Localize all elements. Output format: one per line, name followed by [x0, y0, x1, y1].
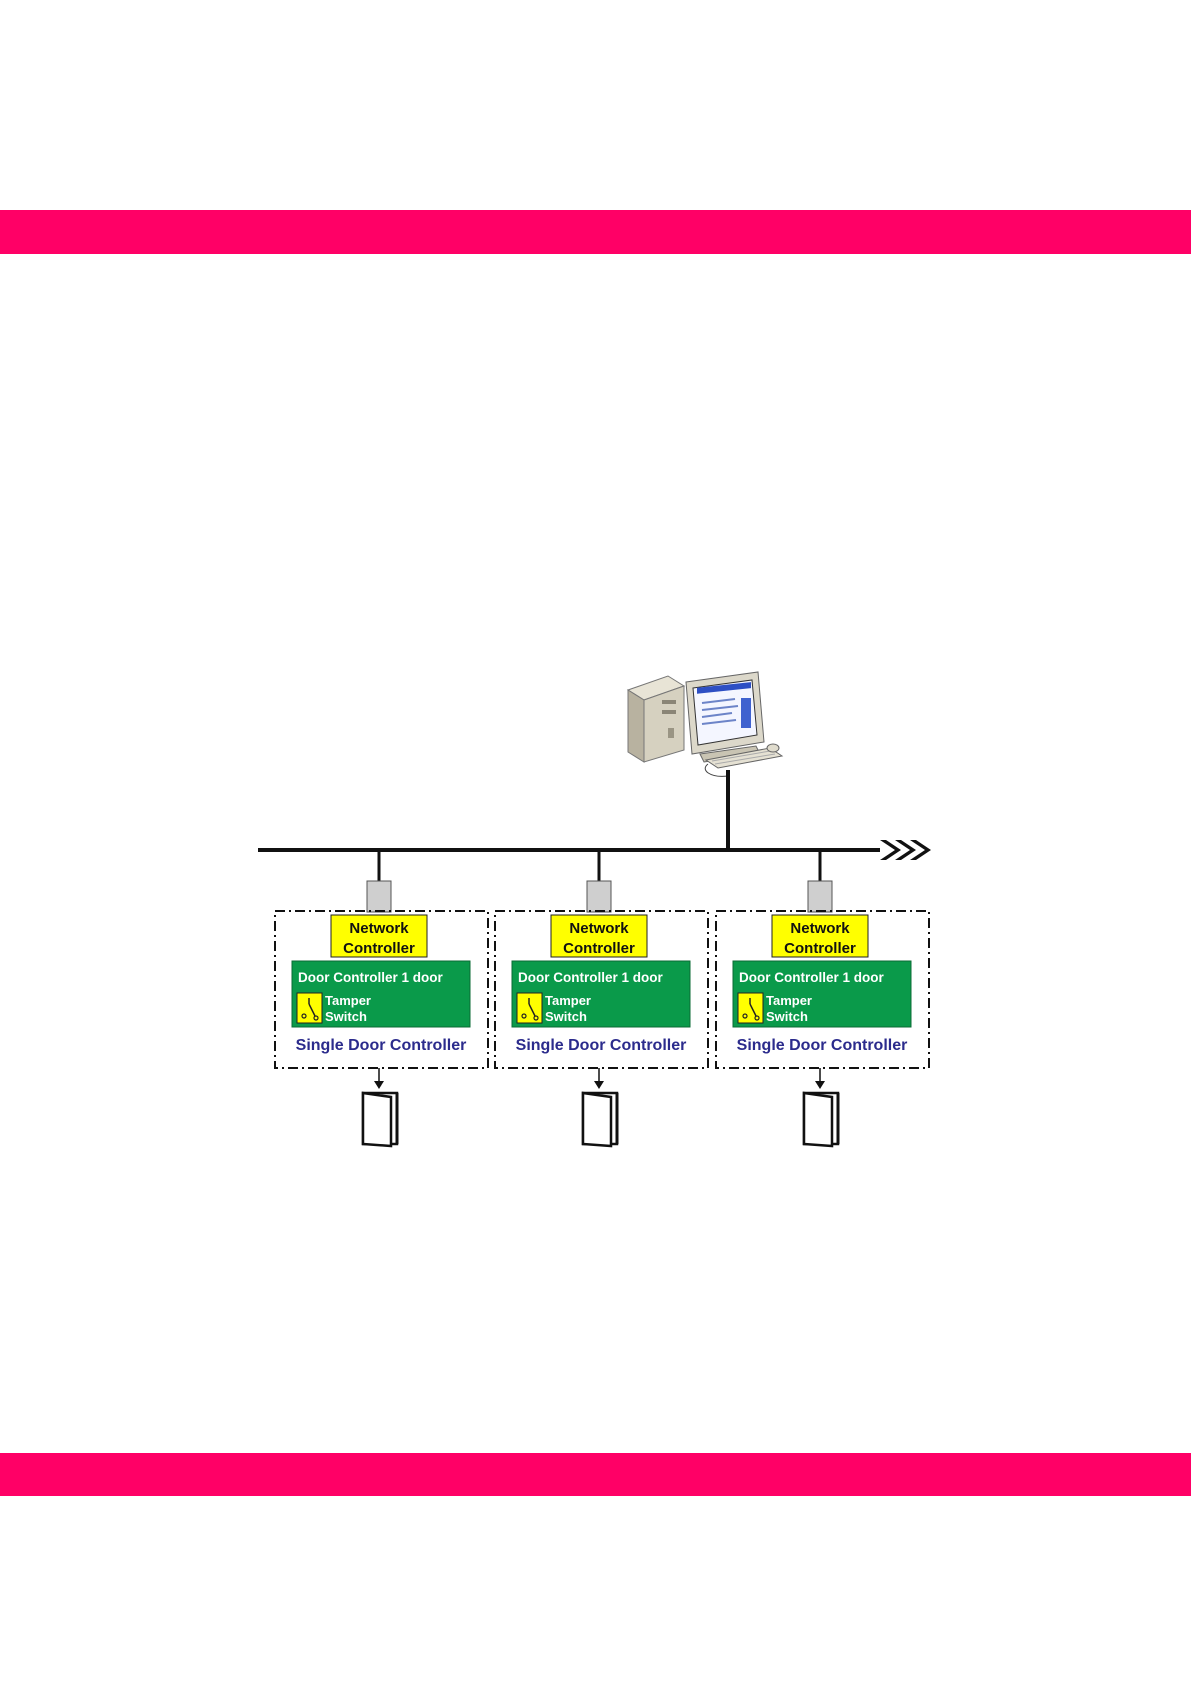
door-icon [583, 1093, 617, 1146]
door-arrow-head [815, 1081, 825, 1089]
network-controller-label: Network [349, 920, 409, 937]
door-controller-label: Door Controller 1 door [518, 970, 663, 985]
door-controller-label: Door Controller 1 door [739, 970, 884, 985]
door-icon [804, 1093, 838, 1146]
tamper-switch-icon [738, 993, 763, 1023]
switch-label: Switch [545, 1009, 587, 1024]
network-controller-label: Controller [784, 940, 856, 957]
network-controller-label: Controller [563, 940, 635, 957]
door-icon [363, 1093, 397, 1146]
tamper-label: Tamper [545, 993, 591, 1008]
single-door-controller-label: Single Door Controller [516, 1037, 687, 1054]
tamper-switch-icon [297, 993, 322, 1023]
door-controller-label: Door Controller 1 door [298, 970, 443, 985]
tamper-switch-icon [517, 993, 542, 1023]
door-arrow-head [594, 1081, 604, 1089]
tamper-label: Tamper [766, 993, 812, 1008]
switch-label: Switch [325, 1009, 367, 1024]
switch-label: Switch [766, 1009, 808, 1024]
network-controller-label: Network [790, 920, 850, 937]
door-arrow-head [374, 1081, 384, 1089]
connector-module [808, 881, 832, 912]
desktop-computer-icon [628, 672, 782, 776]
tamper-label: Tamper [325, 993, 371, 1008]
network-controller-label: Controller [343, 940, 415, 957]
single-door-controller-label: Single Door Controller [296, 1037, 467, 1054]
single-door-controller-label: Single Door Controller [737, 1037, 908, 1054]
chevron-arrows-icon [880, 840, 931, 860]
connector-module [367, 881, 391, 912]
connector-module [587, 881, 611, 912]
network-controller-label: Network [569, 920, 629, 937]
